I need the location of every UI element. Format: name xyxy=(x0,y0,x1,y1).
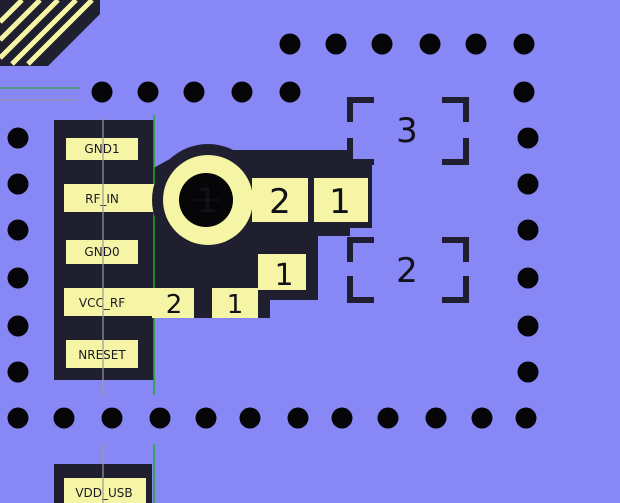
pad-nreset[interactable] xyxy=(66,340,138,368)
via[interactable] xyxy=(231,81,253,103)
via[interactable] xyxy=(7,267,29,289)
pad-vdd-usb[interactable] xyxy=(64,478,146,503)
via[interactable] xyxy=(517,315,539,337)
diagonal-trace xyxy=(0,0,42,42)
footprint-3-outline xyxy=(347,97,469,165)
diagonal-trace-group xyxy=(0,0,100,66)
pad-gnd1[interactable] xyxy=(66,138,138,160)
via[interactable] xyxy=(7,219,29,241)
pad-gnd0[interactable] xyxy=(66,240,138,264)
via[interactable] xyxy=(517,267,539,289)
diagonal-trace xyxy=(0,0,24,24)
via[interactable] xyxy=(465,33,487,55)
diagonal-trace xyxy=(26,0,94,66)
cap-vcc-pad-1[interactable] xyxy=(212,288,258,318)
pad-rf-in[interactable] xyxy=(64,184,164,212)
cap-top-pad-2[interactable] xyxy=(252,178,308,222)
cap-vcc-pin2-label: 2 xyxy=(166,290,183,320)
via[interactable] xyxy=(517,173,539,195)
via[interactable] xyxy=(149,407,171,429)
cap-top-pad-1[interactable] xyxy=(314,178,368,222)
pad-label-vdd-usb: VDD_USB xyxy=(75,486,132,500)
via[interactable] xyxy=(279,33,301,55)
via[interactable] xyxy=(137,81,159,103)
via[interactable] xyxy=(425,407,447,429)
pad-label-rf-in: RF_IN xyxy=(85,192,119,206)
pad-label-gnd0: GND0 xyxy=(84,245,119,259)
via[interactable] xyxy=(183,81,205,103)
via[interactable] xyxy=(91,81,113,103)
via[interactable] xyxy=(7,407,29,429)
pad-vcc-rf[interactable] xyxy=(64,288,152,316)
via[interactable] xyxy=(7,173,29,195)
via[interactable] xyxy=(331,407,353,429)
via[interactable] xyxy=(7,315,29,337)
via[interactable] xyxy=(279,81,301,103)
cap-top-pin2-label: 2 xyxy=(269,182,291,222)
via[interactable] xyxy=(513,33,535,55)
via[interactable] xyxy=(371,33,393,55)
pad-label-vcc-rf: VCC_RF xyxy=(79,296,125,310)
via[interactable] xyxy=(101,407,123,429)
via[interactable] xyxy=(325,33,347,55)
via[interactable] xyxy=(471,407,493,429)
diagonal-trace xyxy=(10,0,78,66)
footprint-2-label: 2 xyxy=(396,251,418,291)
cap-vcc-pad-upper[interactable] xyxy=(258,254,306,290)
via[interactable] xyxy=(377,407,399,429)
via[interactable] xyxy=(7,127,29,149)
via[interactable] xyxy=(239,407,261,429)
pad-label-nreset: NRESET xyxy=(78,348,126,362)
cap-vcc-pad-2[interactable] xyxy=(152,288,194,318)
cap-top-pin1-label: 1 xyxy=(329,182,351,222)
via-stitching-group xyxy=(7,33,539,429)
via[interactable] xyxy=(53,407,75,429)
via[interactable] xyxy=(419,33,441,55)
cap-vcc-pin1-label: 1 xyxy=(227,290,244,320)
via[interactable] xyxy=(515,407,537,429)
footprint-2-outline xyxy=(347,237,469,303)
pad-label-gnd1: GND1 xyxy=(84,142,119,156)
via[interactable] xyxy=(517,127,539,149)
via[interactable] xyxy=(287,407,309,429)
via[interactable] xyxy=(517,219,539,241)
via[interactable] xyxy=(195,407,217,429)
diagonal-trace xyxy=(0,0,60,60)
via[interactable] xyxy=(513,81,535,103)
cap-vcc-pin1-upper-label: 1 xyxy=(274,258,293,293)
via[interactable] xyxy=(7,361,29,383)
footprint-3-label: 3 xyxy=(396,111,418,151)
via[interactable] xyxy=(517,361,539,383)
